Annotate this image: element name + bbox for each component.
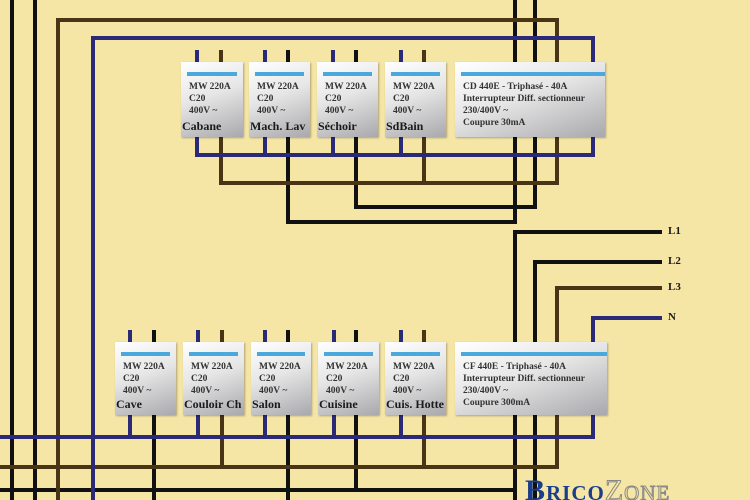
bricozone-logo: BricoZone bbox=[525, 474, 670, 500]
breaker-stripe bbox=[121, 352, 170, 356]
breaker-rating: C20 bbox=[393, 94, 410, 104]
breaker-model: MW 220A bbox=[325, 82, 367, 92]
breaker-rating: C20 bbox=[326, 374, 343, 384]
breaker-voltage: 400V ~ bbox=[326, 386, 355, 396]
breaker-rating: C20 bbox=[191, 374, 208, 384]
breaker-stripe bbox=[187, 72, 237, 76]
breaker-model: MW 220A bbox=[257, 82, 299, 92]
diff-line2: Interrupteur Diff. sectionneur bbox=[463, 94, 585, 104]
breaker-voltage: 400V ~ bbox=[123, 386, 152, 396]
breaker-mach-lav: MW 220A C20 400V ~ Mach. Lav bbox=[249, 62, 310, 137]
breaker-voltage: 400V ~ bbox=[259, 386, 288, 396]
breaker-stripe bbox=[324, 352, 373, 356]
diff-line1: CD 440E - Triphasé - 40A bbox=[463, 82, 568, 92]
breaker-label: SdBain bbox=[386, 119, 424, 133]
breaker-stripe bbox=[391, 352, 440, 356]
breaker-stripe bbox=[461, 352, 607, 356]
breaker-cuis-hotte: MW 220A C20 400V ~ Cuis. Hotte bbox=[385, 342, 446, 415]
breaker-model: MW 220A bbox=[326, 362, 368, 372]
breaker-model: MW 220A bbox=[123, 362, 165, 372]
breaker-model: MW 220A bbox=[259, 362, 301, 372]
breaker-label: Cabane bbox=[182, 119, 222, 133]
diff-line3: 230/400V ~ bbox=[463, 106, 509, 116]
phase-label-l3: L3 bbox=[668, 281, 681, 293]
logo-part1: Brico bbox=[525, 474, 605, 500]
breaker-label: Cave bbox=[116, 397, 142, 411]
neutral-wires bbox=[0, 36, 662, 500]
breaker-stripe bbox=[323, 72, 372, 76]
breaker-label: Cuisine bbox=[319, 397, 358, 411]
breaker-rating: C20 bbox=[325, 94, 342, 104]
breaker-cabane: MW 220A C20 400V ~ Cabane bbox=[181, 62, 243, 137]
breaker-stripe bbox=[461, 72, 605, 76]
differential-switch-cf440e: CF 440E - Triphasé - 40A Interrupteur Dif… bbox=[455, 342, 607, 415]
breaker-cave: MW 220A C20 400V ~ Cave bbox=[115, 342, 176, 415]
breaker-rating: C20 bbox=[259, 374, 276, 384]
breaker-voltage: 400V ~ bbox=[257, 106, 286, 116]
diff-line4: Coupure 300mA bbox=[463, 398, 531, 408]
diff-line3: 230/400V ~ bbox=[463, 386, 509, 396]
breaker-couloir-ch: MW 220A C20 400V ~ Couloir Ch bbox=[183, 342, 244, 415]
breaker-voltage: 400V ~ bbox=[191, 386, 220, 396]
breaker-sdbain: MW 220A C20 400V ~ SdBain bbox=[385, 62, 446, 137]
breaker-stripe bbox=[189, 352, 238, 356]
diff-line1: CF 440E - Triphasé - 40A bbox=[463, 362, 567, 372]
breaker-model: MW 220A bbox=[189, 82, 231, 92]
breaker-stripe bbox=[257, 352, 305, 356]
breaker-model: MW 220A bbox=[393, 82, 435, 92]
breaker-cuisine: MW 220A C20 400V ~ Cuisine bbox=[318, 342, 379, 415]
breaker-voltage: 400V ~ bbox=[189, 106, 218, 116]
phase-label-n: N bbox=[668, 311, 676, 323]
brown-wires bbox=[0, 18, 662, 500]
breaker-rating: C20 bbox=[393, 374, 410, 384]
breaker-stripe bbox=[391, 72, 440, 76]
differential-switch-cd440e: CD 440E - Triphasé - 40A Interrupteur Dif… bbox=[455, 62, 605, 137]
diff-line2: Interrupteur Diff. sectionneur bbox=[463, 374, 585, 384]
breaker-rating: C20 bbox=[123, 374, 140, 384]
black-wires bbox=[0, 0, 662, 500]
phase-label-l1: L1 bbox=[668, 225, 681, 237]
breaker-stripe bbox=[255, 72, 304, 76]
breaker-label: Mach. Lav bbox=[250, 119, 306, 133]
breaker-rating: C20 bbox=[257, 94, 274, 104]
breaker-label: Salon bbox=[252, 397, 281, 411]
breaker-sechoir: MW 220A C20 400V ~ Séchoir bbox=[317, 62, 378, 137]
diff-line4: Coupure 30mA bbox=[463, 118, 526, 128]
logo-part2: Zone bbox=[604, 474, 671, 500]
breaker-voltage: 400V ~ bbox=[325, 106, 354, 116]
breaker-model: MW 220A bbox=[393, 362, 435, 372]
breaker-label: Couloir Ch bbox=[184, 397, 242, 411]
breaker-voltage: 400V ~ bbox=[393, 106, 422, 116]
breaker-label: Cuis. Hotte bbox=[386, 397, 444, 411]
breaker-model: MW 220A bbox=[191, 362, 233, 372]
breaker-voltage: 400V ~ bbox=[393, 386, 422, 396]
breaker-label: Séchoir bbox=[318, 119, 357, 133]
breaker-rating: C20 bbox=[189, 94, 206, 104]
breaker-salon: MW 220A C20 400V ~ Salon bbox=[251, 342, 311, 415]
phase-label-l2: L2 bbox=[668, 255, 681, 267]
